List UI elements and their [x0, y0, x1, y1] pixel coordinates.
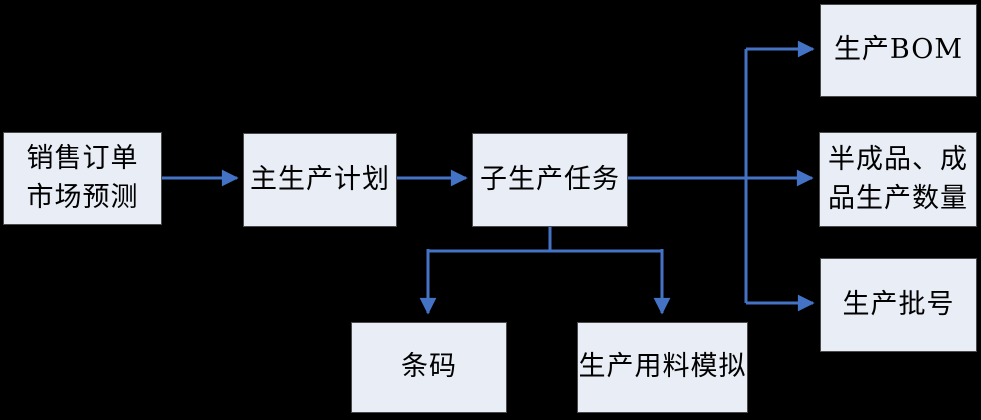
flow-node-sub-task: 子生产任务 [472, 133, 628, 227]
flow-node-label: 半成品、成 品生产数量 [828, 144, 968, 214]
flow-node-label: 子生产任务 [480, 163, 620, 195]
flow-node-barcode: 条码 [351, 322, 507, 413]
flow-node-label: 生产批号 [842, 288, 955, 320]
flow-node-label: 生产BOM [833, 34, 964, 66]
flow-node-label: 主生产计划 [250, 163, 390, 195]
flow-node-material-simulation: 生产用料模拟 [577, 322, 748, 413]
branch-trunk-bottom [428, 227, 662, 253]
flow-node-production-bom: 生产BOM [820, 4, 977, 97]
flow-node-master-plan: 主生产计划 [243, 133, 397, 227]
flow-node-batch-number: 生产批号 [820, 258, 977, 352]
flow-node-label: 销售订单 市场预测 [26, 143, 139, 213]
flow-node-production-qty: 半成品、成 品生产数量 [819, 132, 977, 227]
flow-node-sales-forecast: 销售订单 市场预测 [3, 132, 162, 225]
flow-node-label: 生产用料模拟 [578, 351, 747, 383]
flow-node-label: 条码 [401, 351, 457, 383]
